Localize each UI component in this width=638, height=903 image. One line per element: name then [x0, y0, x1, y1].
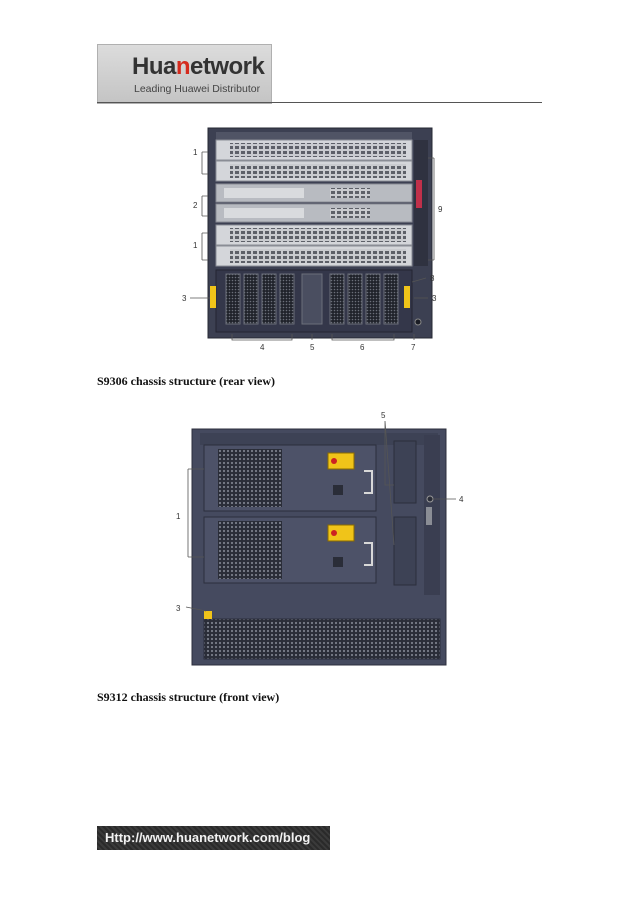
fan-grille-1	[218, 449, 282, 507]
s9306-rear-diagram: 1 2 1 3 9 8 3 4 5 6 7	[182, 127, 443, 352]
logo-word-part-1: Hua	[132, 53, 176, 80]
interface-card-lower-1	[215, 224, 413, 246]
callout-7: 7	[411, 343, 416, 352]
warning-label-right	[404, 286, 410, 308]
callout-5: 5	[381, 411, 386, 420]
callout-5: 5	[310, 343, 315, 352]
logo-wordmark: Huanetwork	[132, 53, 265, 81]
callout-4: 4	[260, 343, 265, 352]
logo-tagline: Leading Huawei Distributor	[134, 83, 261, 95]
callout-8: 8	[430, 274, 435, 283]
logo-word-part-3: etwork	[190, 53, 265, 80]
power-supply-module-1	[203, 444, 377, 512]
callout-1: 1	[176, 512, 181, 521]
fan-tray-vent	[203, 618, 441, 660]
header-divider	[97, 102, 542, 103]
footer-banner[interactable]: Http://www.huanetwork.com/blog	[97, 826, 330, 850]
callout-4: 4	[459, 495, 464, 504]
warning-label-3	[204, 611, 212, 619]
callout-1-upper: 1	[193, 148, 198, 157]
callout-9: 9	[438, 205, 443, 214]
ground-point	[414, 318, 422, 326]
logo-word-part-2: n	[175, 53, 191, 80]
power-modules-right	[329, 273, 399, 325]
footer-url[interactable]: Http://www.huanetwork.com/blog	[105, 830, 311, 845]
handle-2	[364, 542, 373, 566]
callout-1-lower: 1	[193, 241, 198, 250]
callout-6: 6	[360, 343, 365, 352]
warning-label-1	[327, 452, 355, 470]
interface-card-lower-2	[215, 245, 413, 267]
callout-3-right: 3	[432, 294, 437, 303]
warning-label-2	[327, 524, 355, 542]
huanetwork-logo: Huanetwork Leading Huawei Distributor	[97, 44, 272, 104]
s9312-front-diagram: 1 3 5 4	[176, 411, 464, 666]
power-modules-left	[225, 273, 295, 325]
mpu-card-1	[215, 183, 413, 203]
callout-3-left: 3	[182, 294, 187, 303]
fan-grille-2	[218, 521, 282, 579]
figure-2-caption: S9312 chassis structure (front view)	[97, 690, 280, 704]
mpu-card-2	[215, 203, 413, 223]
filler-panel-2	[393, 516, 417, 586]
power-supply-module-2	[203, 516, 377, 584]
callout-2: 2	[193, 201, 198, 210]
handle-1	[364, 470, 373, 494]
power-module-center	[301, 273, 323, 325]
interface-card-upper-1	[215, 139, 413, 161]
figure-1-caption: S9306 chassis structure (rear view)	[97, 374, 275, 388]
filler-panel-1	[393, 440, 417, 504]
warning-label-left	[210, 286, 216, 308]
interface-card-upper-2	[215, 160, 413, 182]
callout-3: 3	[176, 604, 181, 613]
